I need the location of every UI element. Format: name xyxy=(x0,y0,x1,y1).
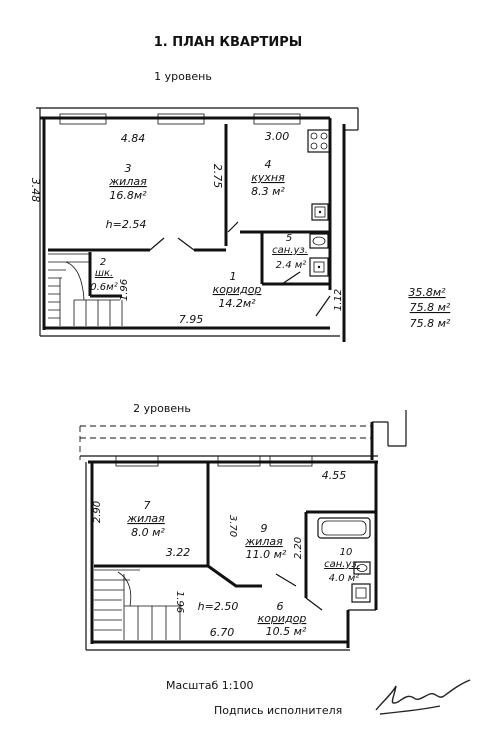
svg-text:8.0 м²: 8.0 м² xyxy=(131,526,165,539)
dim-l2-left: 2.90 xyxy=(92,501,103,523)
scale-label: Масштаб 1:100 xyxy=(166,679,253,692)
svg-text:2: 2 xyxy=(100,257,106,268)
room-bathroom-5: 5 сан.уз. 2.4 м² xyxy=(272,233,308,271)
plan-title: 1. ПЛАН КВАРТИРЫ xyxy=(154,35,303,50)
svg-text:1: 1 xyxy=(230,270,237,283)
level2-stairs xyxy=(94,569,182,640)
svg-text:коридор: коридор xyxy=(213,283,262,296)
svg-text:жилая: жилая xyxy=(108,175,147,188)
svg-text:2.4 м²: 2.4 м² xyxy=(276,260,307,271)
room-closet-2: 2 шк. 0.6м² xyxy=(90,257,117,293)
svg-text:жилая: жилая xyxy=(126,512,165,525)
signature-label: Подпись исполнителя xyxy=(214,704,342,717)
area-totals: 35.8м² 75.8 м² 75.8 м² xyxy=(408,286,451,330)
svg-text:9: 9 xyxy=(261,522,268,535)
height-l1: h=2.54 xyxy=(106,218,147,231)
svg-text:14.2м²: 14.2м² xyxy=(218,297,256,310)
svg-text:кухня: кухня xyxy=(251,171,285,184)
svg-text:сан.уз.: сан.уз. xyxy=(324,559,360,570)
dim-l1-left: 3.48 xyxy=(29,178,42,203)
bath-sink-icon xyxy=(309,233,329,249)
dim-l2-top-right: 4.55 xyxy=(322,469,347,482)
room-corridor-1: 1 коридор 14.2м² xyxy=(213,270,262,310)
svg-text:10: 10 xyxy=(340,547,353,558)
bath2-sink-icon xyxy=(353,561,371,575)
dim-l1-stair: 1.96 xyxy=(119,279,130,301)
dim-l2-mid: 3.22 xyxy=(166,546,191,559)
dim-l2-bottom: 6.70 xyxy=(210,626,235,639)
svg-text:75.8 м²: 75.8 м² xyxy=(410,301,451,314)
kitchen-sink-icon xyxy=(311,203,329,221)
room-corridor-6: 6 коридор 10.5 м² xyxy=(258,600,307,638)
dim-l1-wall: 2.75 xyxy=(211,164,224,189)
svg-text:5: 5 xyxy=(286,233,292,244)
svg-text:4.0 м²: 4.0 м² xyxy=(329,573,360,584)
signature-mark xyxy=(375,679,471,715)
dim-l2-wall-220: 2.20 xyxy=(293,537,304,559)
room-bathroom-10: 10 сан.уз. 4.0 м² xyxy=(324,547,360,584)
dim-l1-top-left: 4.84 xyxy=(121,132,146,145)
svg-text:7: 7 xyxy=(144,499,151,512)
level2-label: 2 уровень xyxy=(133,402,191,415)
dim-l1-bottom: 7.95 xyxy=(179,313,204,326)
svg-text:16.8м²: 16.8м² xyxy=(109,189,147,202)
room-kitchen-4: 4 кухня 8.3 м² xyxy=(251,158,285,198)
svg-text:шк.: шк. xyxy=(95,268,113,279)
dim-l2-wall-370: 3.70 xyxy=(227,515,238,537)
level1-stairs xyxy=(48,253,123,326)
dim-l1-right: 1.12 xyxy=(333,289,344,311)
svg-text:коридор: коридор xyxy=(258,612,307,625)
svg-text:3: 3 xyxy=(125,162,132,175)
bathtub-icon xyxy=(317,517,371,539)
svg-text:4: 4 xyxy=(265,158,272,171)
svg-text:сан.уз.: сан.уз. xyxy=(272,245,308,256)
height-l2: h=2.50 xyxy=(198,600,239,613)
svg-text:6: 6 xyxy=(277,600,284,613)
room-living-7: 7 жилая 8.0 м² xyxy=(126,499,165,539)
level2-walls xyxy=(79,410,407,651)
svg-text:10.5 м²: 10.5 м² xyxy=(266,625,307,638)
svg-text:35.8м²: 35.8м² xyxy=(408,286,446,299)
dim-l2-stair: 1.96 xyxy=(174,591,185,613)
level1-walls xyxy=(36,107,359,342)
svg-text:0.6м²: 0.6м² xyxy=(90,282,117,293)
toilet-icon xyxy=(309,257,329,277)
svg-text:жилая: жилая xyxy=(244,535,283,548)
room-living-9: 9 жилая 11.0 м² xyxy=(244,522,287,561)
svg-text:8.3 м²: 8.3 м² xyxy=(251,185,285,198)
kitchen-stove-icon xyxy=(307,129,331,153)
svg-text:11.0 м²: 11.0 м² xyxy=(246,548,287,561)
svg-text:75.8 м²: 75.8 м² xyxy=(410,317,451,330)
dim-l1-top-right: 3.00 xyxy=(265,130,290,143)
bath2-toilet-icon xyxy=(351,583,371,603)
room-living-3: 3 жилая 16.8м² xyxy=(108,162,147,202)
level1-label: 1 уровень xyxy=(154,70,212,83)
